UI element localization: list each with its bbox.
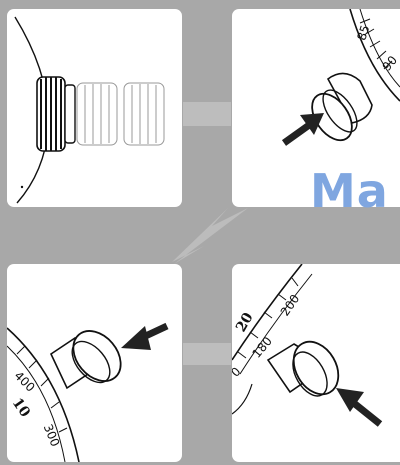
lightning-bolt-icon bbox=[172, 208, 248, 264]
dial-label: 85 bbox=[354, 23, 372, 42]
dial-icon bbox=[232, 264, 313, 375]
arrow-icon bbox=[336, 388, 383, 427]
step-panel-3: 400 300 10 bbox=[7, 264, 182, 462]
watermark-text: Ma bbox=[310, 164, 389, 218]
knob-illustration-3: 400 300 10 bbox=[7, 322, 169, 462]
ghost-knob-1 bbox=[76, 82, 118, 146]
knob-illustration-4: 200 180 20 0 bbox=[232, 264, 383, 427]
knob-icon bbox=[49, 330, 122, 390]
dial-label: 20 bbox=[233, 310, 257, 335]
knob-icon bbox=[266, 340, 340, 397]
connector-bottom bbox=[183, 343, 231, 365]
dial-label: 180 bbox=[249, 334, 274, 361]
ghost-knob-2 bbox=[123, 82, 165, 146]
dial-label: 300 bbox=[41, 422, 63, 448]
knob-icon bbox=[36, 76, 76, 152]
knob-illustration-1 bbox=[14, 16, 165, 204]
dial-label: 10 bbox=[9, 395, 33, 420]
step-panel-4: 200 180 20 0 bbox=[232, 264, 400, 462]
arrow-icon bbox=[281, 113, 324, 146]
step-panel-1 bbox=[7, 9, 182, 207]
dial-icon bbox=[349, 9, 400, 102]
step-panel-2: 85 90 bbox=[232, 9, 400, 207]
dial-label: 90 bbox=[380, 53, 400, 74]
connector-top bbox=[183, 102, 231, 126]
dial-label: 0 bbox=[232, 364, 244, 379]
dial-icon bbox=[7, 327, 80, 462]
knob-illustration-2: 85 90 bbox=[281, 9, 400, 146]
arrow-icon bbox=[121, 322, 169, 350]
dial-label: 400 bbox=[12, 369, 38, 395]
knob-icon bbox=[311, 72, 373, 142]
